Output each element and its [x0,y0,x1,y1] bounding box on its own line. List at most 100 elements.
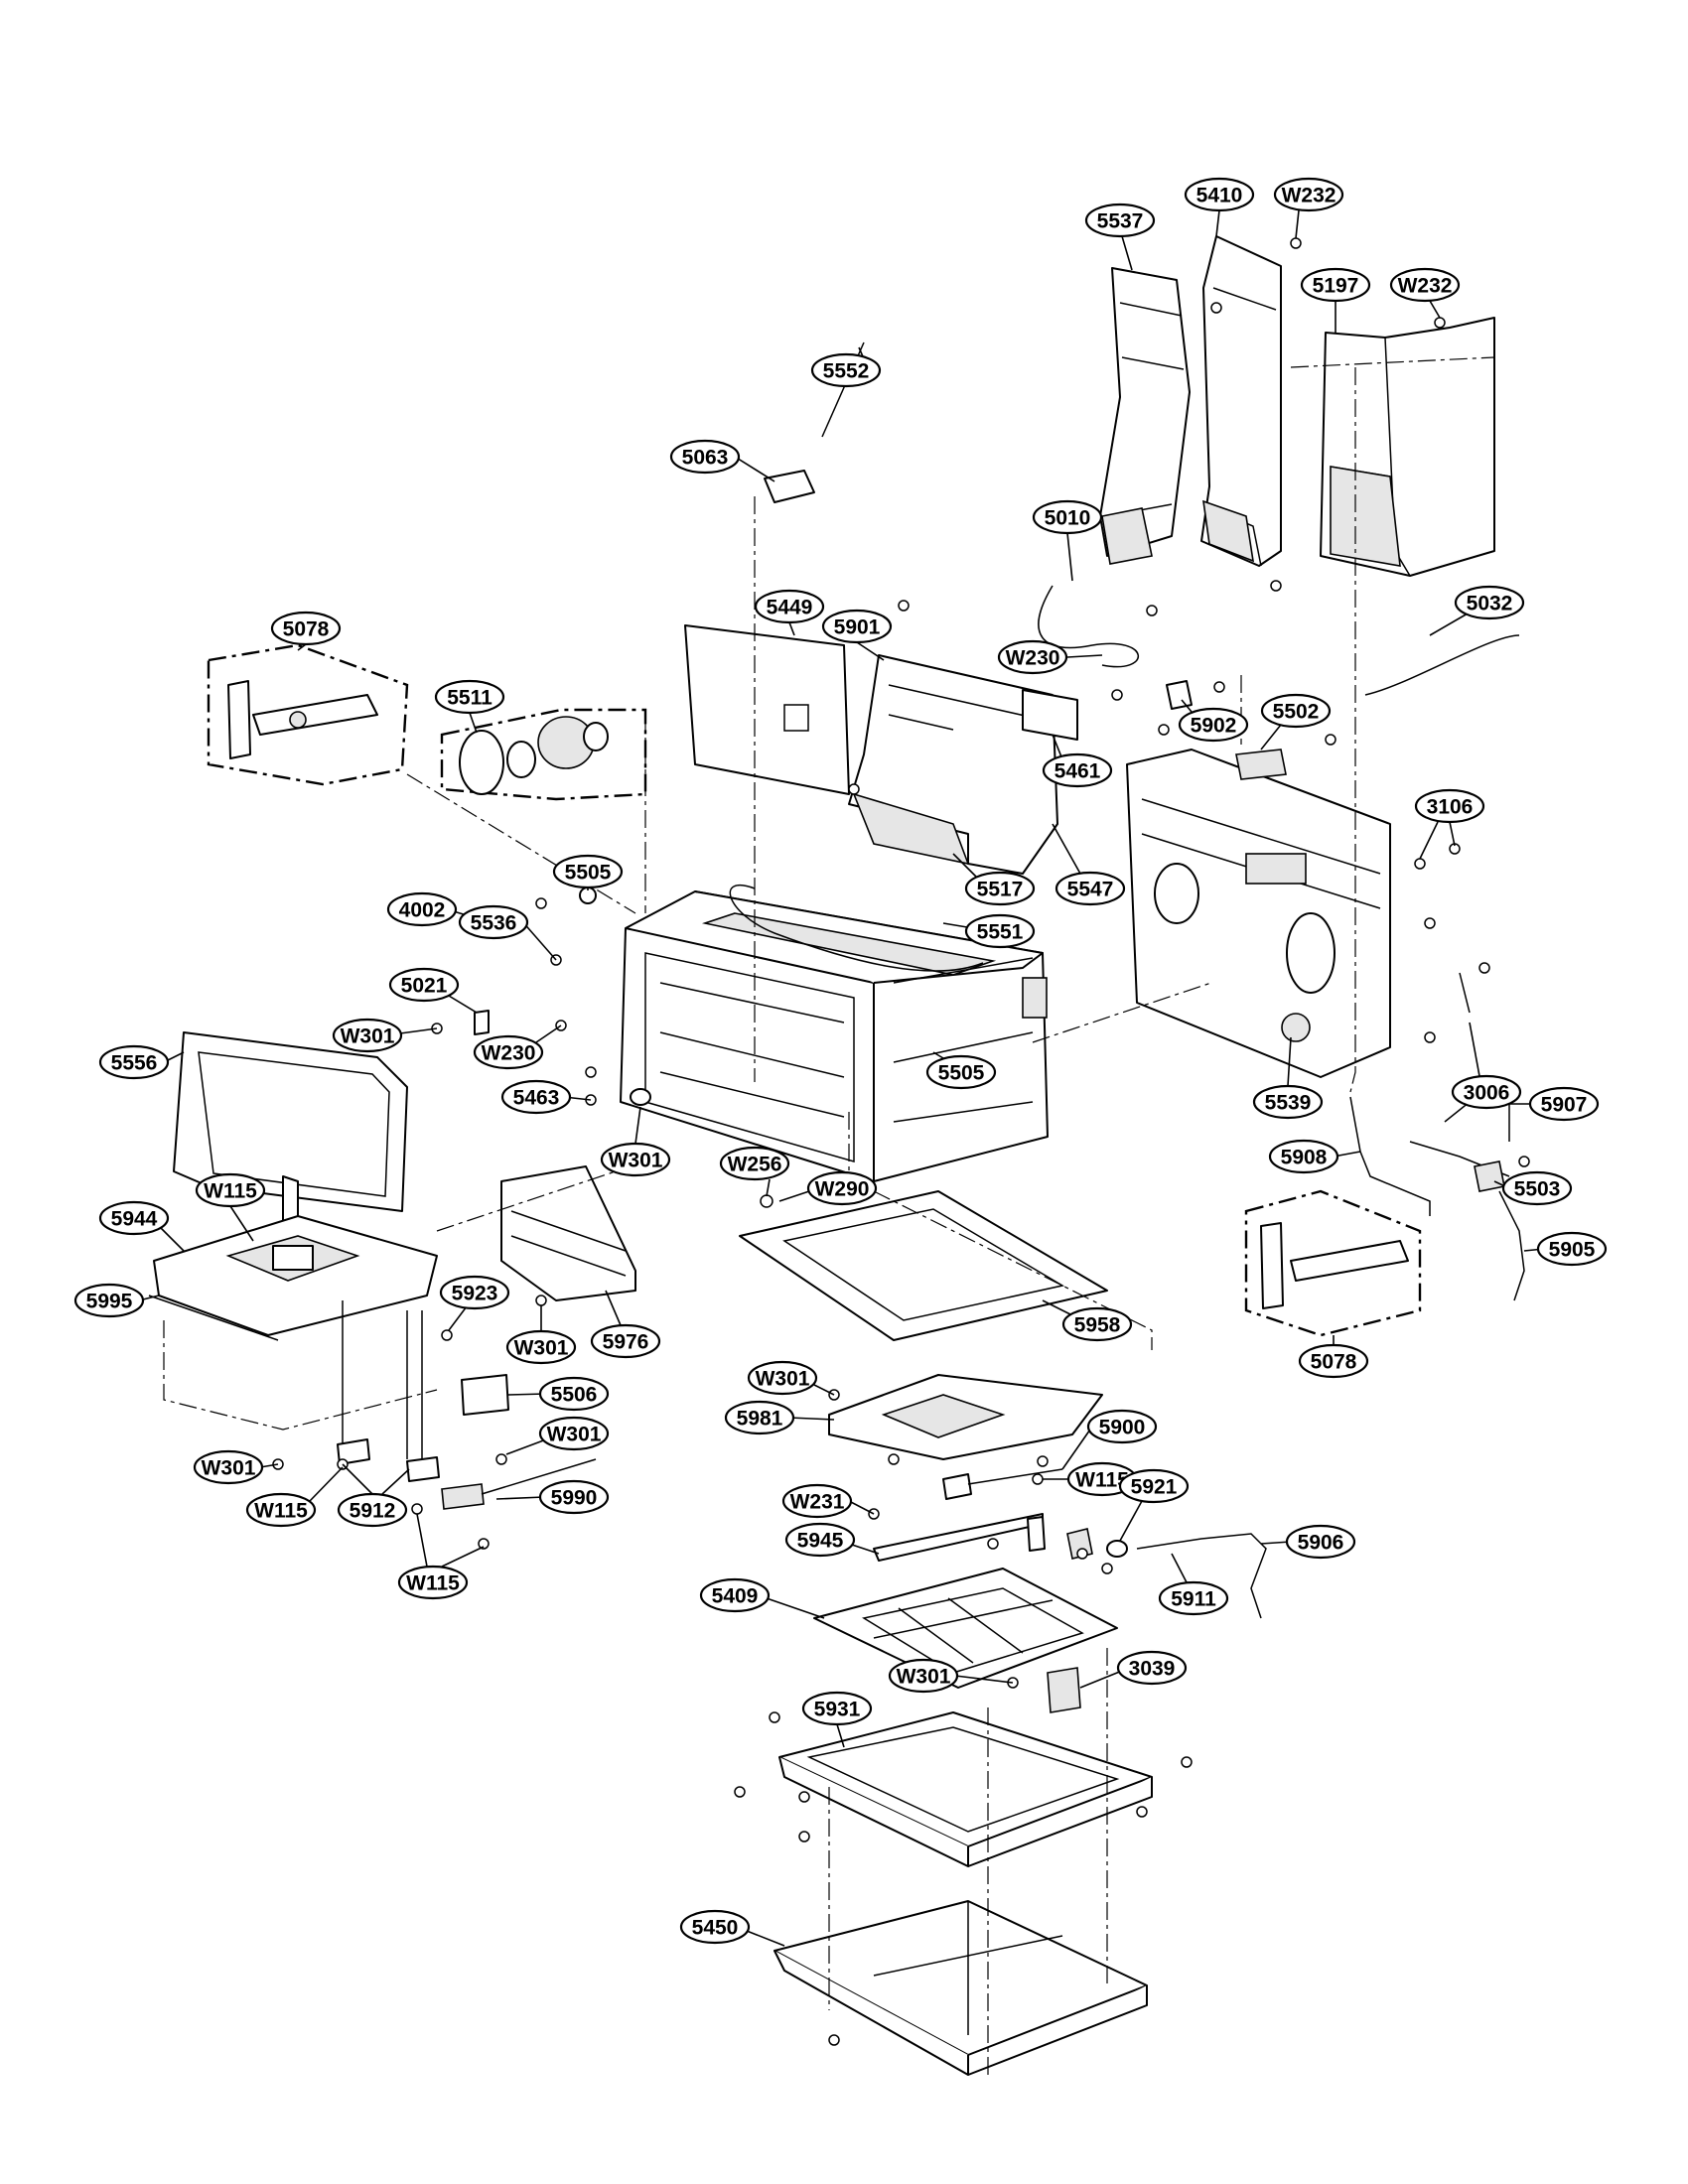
label-text: W231 [790,1491,845,1514]
label-text: 5552 [823,360,870,383]
part-label-W115d: W115 [397,1565,469,1600]
label-text: 5078 [1311,1351,1357,1374]
part-label-5921: 5921 [1118,1468,1190,1504]
label-oval [1285,1524,1356,1560]
oven-cavity-drawing [620,890,1049,1182]
leader-W301g [954,1675,1014,1684]
part-label-W115c: W115 [245,1492,317,1528]
part-label-5901: 5901 [821,609,893,644]
label-oval [538,1479,610,1515]
label-text: W301 [609,1150,663,1172]
bottom-plate-left-drawing [148,1215,438,1341]
label-text: W301 [547,1424,602,1446]
leader-5410 [1215,209,1220,237]
leader-5547 [1052,823,1081,875]
label-oval [925,1054,997,1090]
leader-5912 [342,1463,373,1495]
part-label-5945: 5945 [784,1522,856,1558]
label-text: 5902 [1191,715,1237,738]
label-text: 5547 [1067,879,1114,901]
leader-5931 [836,1723,845,1748]
leader-5539 [1287,1036,1292,1087]
label-oval [388,967,460,1003]
part-label-W115a: W115 [195,1172,266,1208]
leader-5901 [856,641,885,661]
label-oval [98,1044,170,1080]
part-label-3106: 3106 [1414,788,1485,824]
label-text: W301 [514,1337,569,1360]
label-oval [821,609,893,644]
part-label-5032: 5032 [1454,585,1525,620]
part-label-5990: 5990 [538,1479,610,1515]
leader-W115c [309,1466,344,1502]
label-text: 5911 [1171,1588,1216,1611]
label-oval [386,891,458,927]
label-oval [332,1018,403,1053]
part-label-5410: 5410 [1184,177,1255,212]
label-text: 5537 [1097,210,1144,233]
part-label-5502: 5502 [1260,693,1332,729]
label-oval [1032,499,1103,535]
label-oval [397,1565,469,1600]
leader-5063 [734,456,775,482]
label-oval [439,1275,510,1310]
label-text: 5505 [938,1062,985,1085]
label-oval [1260,693,1332,729]
part-label-5907: 5907 [1528,1086,1600,1122]
label-oval [801,1691,873,1726]
leader-W230b [535,1024,562,1043]
label-text: 5503 [1514,1178,1561,1201]
part-label-5551: 5551 [964,913,1036,949]
label-text: 5078 [283,618,330,641]
label-text: 5517 [977,879,1024,901]
label-oval [590,1323,661,1359]
part-label-W301b: W301 [600,1142,671,1177]
leader-5958 [1042,1299,1073,1316]
label-oval [964,913,1036,949]
leader-5900 [1061,1426,1093,1470]
part-label-5449: 5449 [754,589,825,624]
label-oval [1268,1139,1339,1174]
leader-W232a [1295,209,1300,239]
label-text: 5450 [692,1917,739,1940]
leader-W232b [1429,300,1441,319]
part-label-5976: 5976 [590,1323,661,1359]
part-label-W256: W256 [719,1146,790,1181]
label-text: 5905 [1549,1239,1596,1262]
label-oval [98,1200,170,1236]
part-label-5503: 5503 [1501,1170,1573,1206]
part-label-W232a: W232 [1273,177,1344,212]
label-text: W115 [1075,1469,1129,1492]
label-oval [473,1034,544,1070]
part-label-5506: 5506 [538,1376,610,1412]
part-label-5505a: 5505 [552,854,624,889]
leader-5517 [952,853,979,880]
label-text: 3106 [1427,796,1474,819]
shroud-5901-drawing [848,654,1058,875]
part-label-W301e: W301 [538,1416,610,1451]
label-text: 5032 [1467,593,1513,615]
part-label-W301g: W301 [888,1658,959,1694]
label-text: W256 [728,1154,782,1176]
label-oval [888,1658,959,1694]
leader-W301d [813,1384,835,1396]
label-text: 5449 [767,597,813,619]
part-label-W231: W231 [781,1483,853,1519]
label-text: 5908 [1281,1147,1328,1169]
part-label-W301c: W301 [505,1329,577,1365]
leader-5032 [1429,613,1469,636]
label-text: 3039 [1129,1658,1176,1681]
label-text: 5063 [682,447,729,470]
label-oval [193,1449,264,1485]
label-text: 5506 [551,1384,598,1407]
label-text: 5981 [737,1408,783,1431]
label-oval [1116,1650,1188,1686]
label-oval [1451,1074,1522,1110]
label-text: 5907 [1541,1094,1588,1117]
label-text: W232 [1282,185,1336,207]
part-label-3039: 3039 [1116,1650,1188,1686]
label-oval [195,1172,266,1208]
label-oval [458,904,529,940]
label-oval [1501,1170,1573,1206]
